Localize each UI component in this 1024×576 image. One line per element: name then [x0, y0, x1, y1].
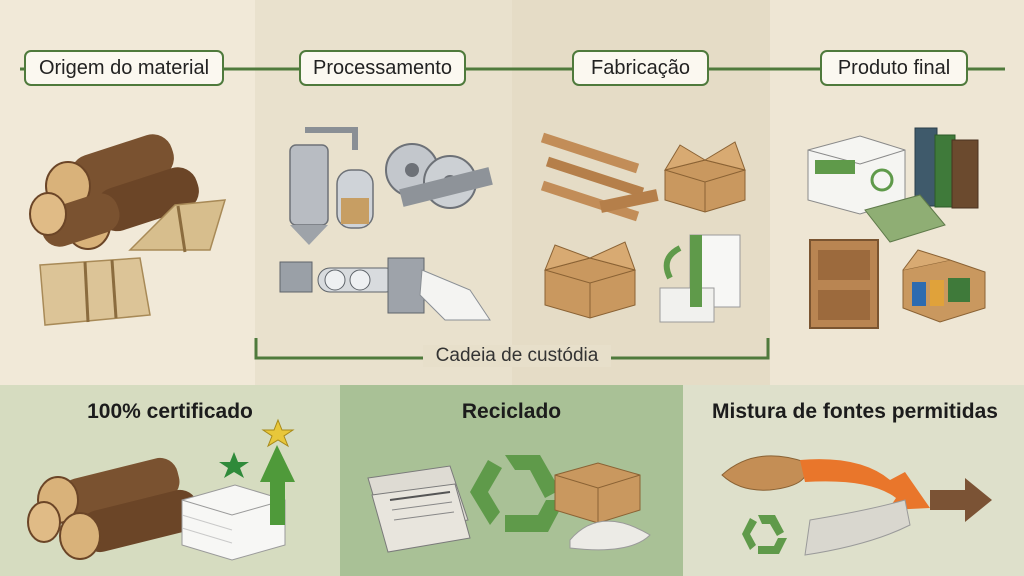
cardboard-box-icon	[554, 462, 641, 524]
arrow-up-icon	[260, 445, 295, 525]
flow-arrow-icon	[800, 459, 992, 556]
logs-icon	[27, 457, 200, 560]
saw-blade-icon	[385, 143, 493, 209]
paper-stack-icon	[181, 484, 286, 561]
shredded-paper-icon	[569, 520, 651, 551]
stage-manufacturing-pill: Fabricação	[572, 50, 709, 86]
cardboard-box-icon	[544, 241, 636, 319]
bookshelf-icon	[809, 239, 879, 329]
paper-machine-icon	[279, 257, 491, 321]
flatpack-furniture-icon	[540, 132, 659, 222]
star-icon	[261, 418, 295, 448]
stage-final-product-pill: Produto final	[820, 50, 968, 86]
wood-chips-icon	[721, 455, 808, 491]
logs-icon	[29, 134, 199, 250]
books-icon	[864, 127, 979, 243]
straw-bundle-icon	[39, 199, 227, 326]
packaging-icon	[902, 249, 986, 323]
cardboard-box-icon	[663, 141, 746, 213]
star-icon	[219, 452, 249, 478]
recycle-icon	[470, 455, 565, 532]
newspaper-icon	[367, 465, 471, 553]
paper-stack-icon	[659, 234, 741, 323]
stage-processing-pill: Processamento	[299, 50, 466, 86]
digester-icon	[289, 127, 374, 245]
copy-paper-box-icon	[807, 135, 906, 215]
custody-chain-label: Cadeia de custódia	[423, 345, 611, 367]
recycle-icon	[742, 515, 787, 554]
category-certified-title: 100% certificado	[87, 400, 253, 423]
category-recycled-title: Reciclado	[461, 400, 562, 423]
stage-origin-pill: Origem do material	[24, 50, 224, 86]
category-mixed-title: Mistura de fontes permitidas	[712, 400, 998, 423]
